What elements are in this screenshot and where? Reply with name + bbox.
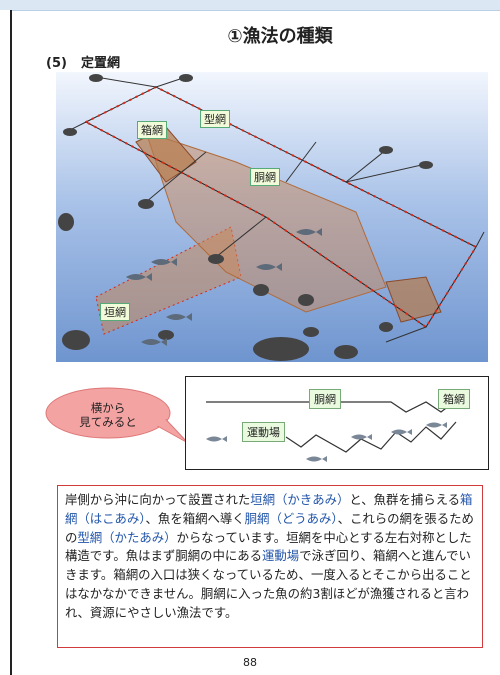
desc-text-6: で泳ぎ回り、箱網へと進んでいきます。箱網の入口は狭くなっているため、一度入るとそ… [65, 548, 472, 620]
callout-line-1: 横から [90, 401, 126, 415]
label-frame-net: 型網 [200, 110, 230, 128]
leader-net [95, 226, 242, 335]
fish-group [126, 228, 322, 346]
label-leader-net: 垣網 [100, 303, 130, 321]
anchor-rocks [58, 74, 433, 361]
desc-text-2: と、魚群を捕らえる [349, 492, 461, 507]
callout-bubble: 横から 見てみると [40, 385, 190, 445]
label-body-net: 胴網 [250, 168, 280, 186]
left-margin-bar [0, 10, 12, 675]
callout-shape [45, 387, 189, 444]
term-douami: 胴網（どうあみ） [244, 510, 338, 526]
desc-text-4: 、これらの網を張るための [65, 510, 474, 545]
callout-text: 横から 見てみると [52, 401, 164, 429]
side-view-panel: 胴網 箱網 運動場 [185, 376, 489, 470]
term-kakiami: 垣網（かきあみ） [250, 492, 350, 507]
page-number: 88 [243, 656, 257, 669]
desc-text-1: 岸側から沖に向かって設置された [65, 492, 251, 507]
side-label-box-net: 箱網 [438, 389, 470, 409]
mooring-ropes [69, 76, 485, 343]
desc-text-5: からなっています。垣網を中心とする左右対称とした構造です。魚はまず胴網の中にある [65, 529, 472, 564]
term-hakoami: 箱網（はこあみ） [65, 492, 473, 526]
desc-text-3: 、魚を箱網へ導く [145, 510, 245, 526]
side-label-playground: 運動場 [242, 422, 285, 442]
side-label-body-net: 胴網 [309, 389, 341, 409]
label-box-net: 箱網 [137, 121, 167, 139]
term-undoujou: 運動場 [262, 548, 300, 564]
description-box: 岸側から沖に向かって設置された垣網（かきあみ）と、魚群を捕らえる箱網（はこあみ）… [57, 485, 483, 648]
set-net-illustration: 箱網 型網 胴網 垣網 [56, 72, 488, 362]
section-heading: (5) 定置網 [46, 52, 120, 71]
top-bar [0, 0, 500, 11]
section-title: 定置網 [80, 56, 120, 71]
term-kataami: 型網（かたあみ） [77, 529, 177, 545]
box-net-right [385, 276, 442, 323]
page-title: ①漁法の種類 [227, 26, 333, 47]
section-number: (5) [46, 56, 67, 71]
callout-line-2: 見てみると [79, 415, 137, 429]
